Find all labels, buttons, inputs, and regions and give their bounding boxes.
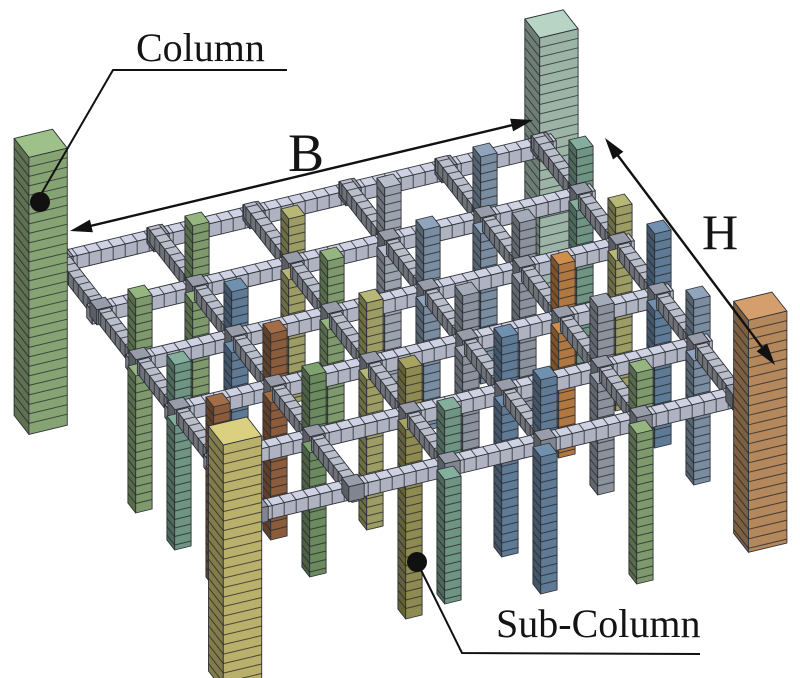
- h-dimension-line: [615, 152, 765, 351]
- b-arrowhead-right-icon: [510, 118, 533, 132]
- sub-column-leader-line: [420, 569, 701, 655]
- sub-column-annotation: Sub-Column: [407, 552, 701, 655]
- h-dimension-label: H: [702, 204, 738, 260]
- h-dimension-annotation: H: [605, 138, 775, 365]
- h-arrowhead-top-icon: [605, 138, 624, 160]
- column-annotation: Column: [30, 25, 287, 212]
- h-arrowhead-bottom-icon: [756, 343, 775, 365]
- b-dimension-line: [85, 122, 518, 229]
- column-leader-line: [39, 69, 287, 197]
- sub-column-callout-dot: [407, 552, 427, 572]
- sub-column-label: Sub-Column: [496, 601, 700, 646]
- b-dimension-label: B: [288, 123, 324, 183]
- b-arrowhead-left-icon: [70, 219, 93, 233]
- column-callout-dot: [30, 192, 50, 212]
- column-label: Column: [136, 25, 265, 70]
- grillage-model: [13, 9, 788, 678]
- b-dimension-annotation: B: [70, 118, 533, 233]
